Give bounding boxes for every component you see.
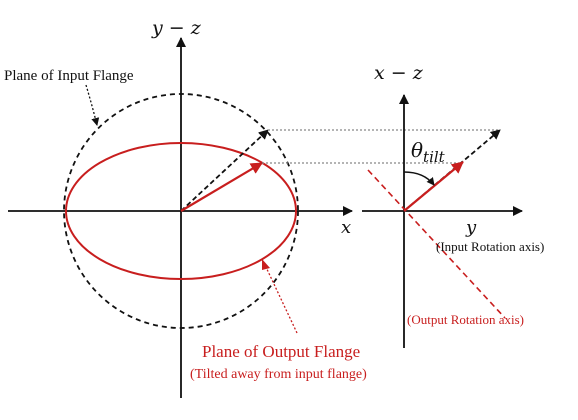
- right-view: x − z y θtilt (Input Rotation axis) (Out…: [362, 62, 544, 348]
- output-plane-pointer-head: [262, 259, 270, 270]
- output-plane-label: Plane of Output Flange: [202, 342, 360, 361]
- output-rotation-axis-label: (Output Rotation axis): [407, 312, 524, 327]
- right-output-vector: [403, 161, 464, 212]
- output-rotation-axis-line: [367, 169, 506, 319]
- input-plane-pointer: [85, 84, 100, 126]
- output-plane-pointer: [264, 264, 298, 334]
- tilt-angle-subscript: tilt: [423, 148, 446, 166]
- input-plane-label: Plane of Input Flange: [4, 68, 134, 84]
- right-y-axis-label: y: [465, 217, 477, 238]
- tilt-angle-symbol: θ: [411, 138, 423, 162]
- output-flange-ellipse: [65, 142, 297, 280]
- tilt-angle-label: θtilt: [411, 138, 446, 166]
- input-flange-circle: [63, 93, 299, 329]
- projection-lines: [262, 129, 500, 164]
- right-vertical-axis-label: x − z: [374, 62, 424, 84]
- left-view: y − z x Plane of Input Flange Plane of O…: [4, 17, 367, 398]
- output-plane-sublabel: (Tilted away from input flange): [190, 367, 367, 382]
- left-vertical-axis-label: y − z: [151, 17, 202, 39]
- left-input-vector: [180, 129, 269, 212]
- input-rotation-axis-label: (Input Rotation axis): [436, 239, 544, 254]
- left-output-vector: [180, 162, 263, 212]
- tilt-angle-arc: [403, 171, 435, 186]
- left-x-axis-label: x: [341, 217, 351, 238]
